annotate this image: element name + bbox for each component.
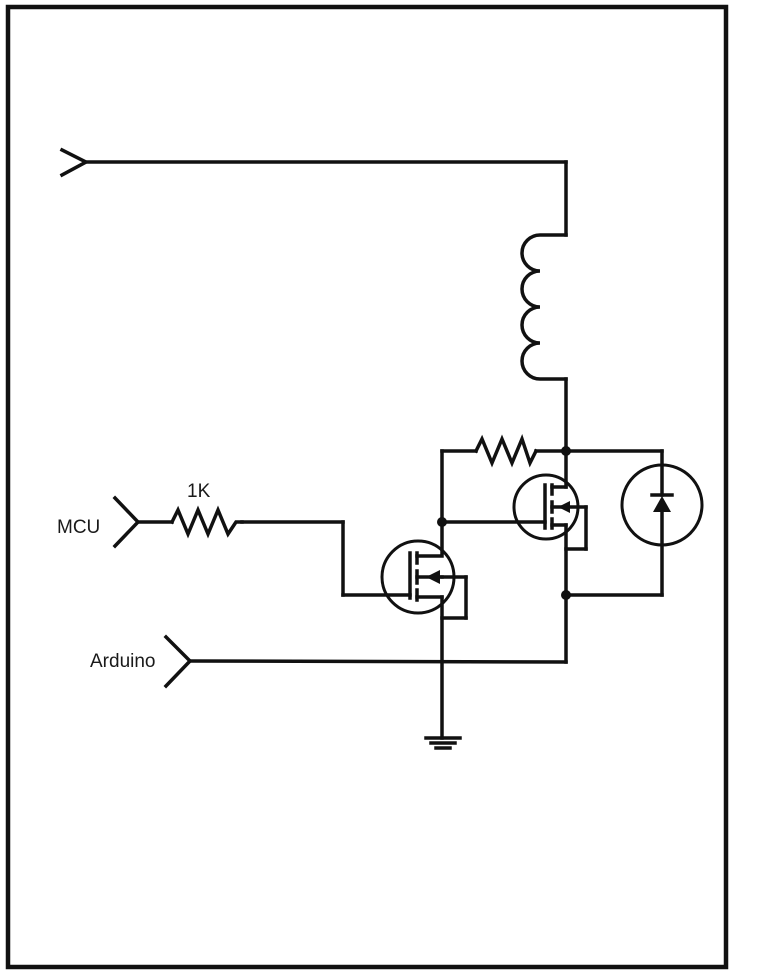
mcu-input-connector [112, 495, 141, 549]
top-resistor [473, 434, 539, 468]
arduino-input-connector [163, 634, 193, 689]
supply-input-connector [59, 147, 90, 178]
mosfet-q2 [512, 473, 588, 551]
resistor-value-label: 1K [187, 481, 211, 502]
mcu-resistor-1k [169, 505, 244, 539]
diagram-border [5, 4, 729, 970]
mcu-label: MCU [57, 517, 100, 538]
ground-symbol [424, 736, 462, 750]
arduino-label: Arduino [90, 651, 156, 672]
junction-dot [561, 446, 571, 456]
mosfet-q1 [380, 539, 468, 620]
junction-dot [561, 590, 571, 600]
inductor-coil [520, 233, 568, 381]
arduino-wire [188, 659, 568, 664]
diode [620, 449, 704, 597]
junction-dot [437, 517, 447, 527]
